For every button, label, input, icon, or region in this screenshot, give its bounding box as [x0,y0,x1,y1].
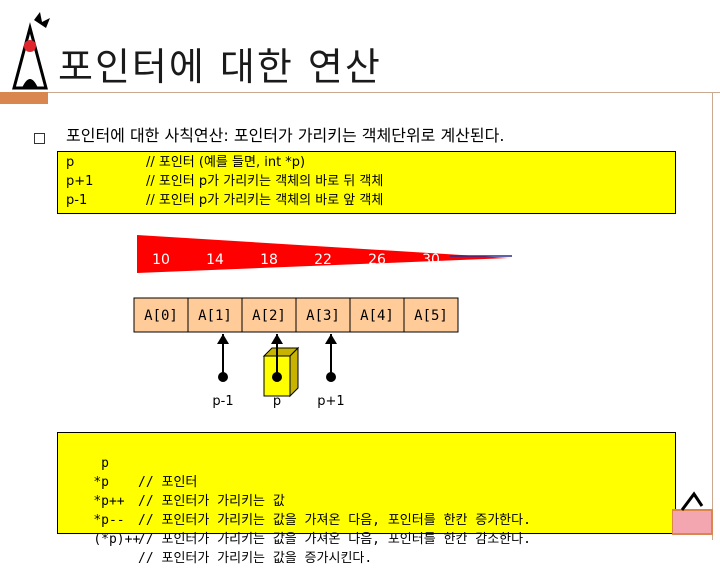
pointer-label: p-1 [212,394,233,409]
array-cell-label: A[0] [144,308,178,324]
value-label: 14 [206,252,224,268]
pointer-dot [272,372,282,382]
code-line: *p++ // 포인터가 가리키는 값을 가져온 다음, 포인터를 한칸 증가한… [62,473,125,492]
pointer-arrowhead [217,334,229,344]
value-label: 30 [422,252,440,268]
pointer-arrowhead [271,334,283,344]
value-label: 18 [260,252,278,268]
decorative-corner-icon [672,486,716,536]
array-cell-label: A[3] [306,308,340,324]
code-comment: // 포인터 p가 가리키는 객체의 바로 뒤 객체 [146,173,383,191]
code-comment: // 포인터 p가 가리키는 객체의 바로 앞 객체 [146,192,383,210]
pointer-label: p+1 [317,394,344,409]
title-divider [0,92,720,93]
code-expr: p [66,155,74,170]
code-comment: // 포인터가 가리키는 값을 증가시킨다. [138,549,372,568]
code-comment: // 포인터 [138,473,197,492]
bullet-text: 포인터에 대한 사칙연산: 포인터가 가리키는 객체단위로 계산된다. [66,122,504,146]
pointer-box-side [290,348,298,396]
code-line: p-1 // 포인터 p가 가리키는 객체의 바로 앞 객체 [66,192,87,210]
pointer-dot [326,372,336,382]
pointer-dot [218,372,228,382]
code-comment: // 포인터가 가리키는 값 [138,492,285,511]
page-title: 포인터에 대한 연산 [58,36,382,91]
array-cell-label: A[5] [414,308,448,324]
code-line: *p-- // 포인터가 가리키는 값을 가져온 다음, 포인터를 한칸 감소한… [62,492,125,511]
array-pointer-diagram: 10 14 18 22 26 30 A[0] A[1] A[2] A[3] A[4] A[5] p-… [120,225,520,425]
code-line: p+1 // 포인터 p가 가리키는 객체의 바로 뒤 객체 [66,173,93,191]
value-label: 22 [314,252,332,268]
code-comment: // 포인터가 가리키는 값을 가져온 다음, 포인터를 한칸 증가한다. [138,511,531,530]
pointer-label: p [273,394,281,409]
array-cell-label: A[4] [360,308,394,324]
value-label: 10 [152,252,170,268]
code-line: p // 포인터 [62,435,109,454]
code-line: *p // 포인터가 가리키는 값 [62,454,109,473]
pointer-arrowhead [325,334,337,344]
value-label: 26 [368,252,386,268]
array-cell-label: A[2] [252,308,286,324]
right-border-line [712,92,713,540]
title-accent-bar [0,92,48,104]
code-expr: p-1 [66,193,87,208]
bullet-square-icon [34,133,45,144]
code-line: p // 포인터 (예를 들면, int *p) [66,154,74,172]
code-comment: // 포인터 (예를 들면, int *p) [146,154,305,172]
code-expr: p+1 [66,174,93,189]
code-box-pointer-arithmetic: p // 포인터 (예를 들면, int *p) p+1 // 포인터 p가 가… [57,151,676,214]
code-line: (*p)++ // 포인터가 가리키는 값을 증가시킨다. [62,511,140,530]
array-cell-label: A[1] [198,308,232,324]
code-box-dereference-ops: p // 포인터 *p // 포인터가 가리키는 값 *p++ // 포인터가 … [57,432,676,534]
mascot-logo-icon [4,10,60,92]
